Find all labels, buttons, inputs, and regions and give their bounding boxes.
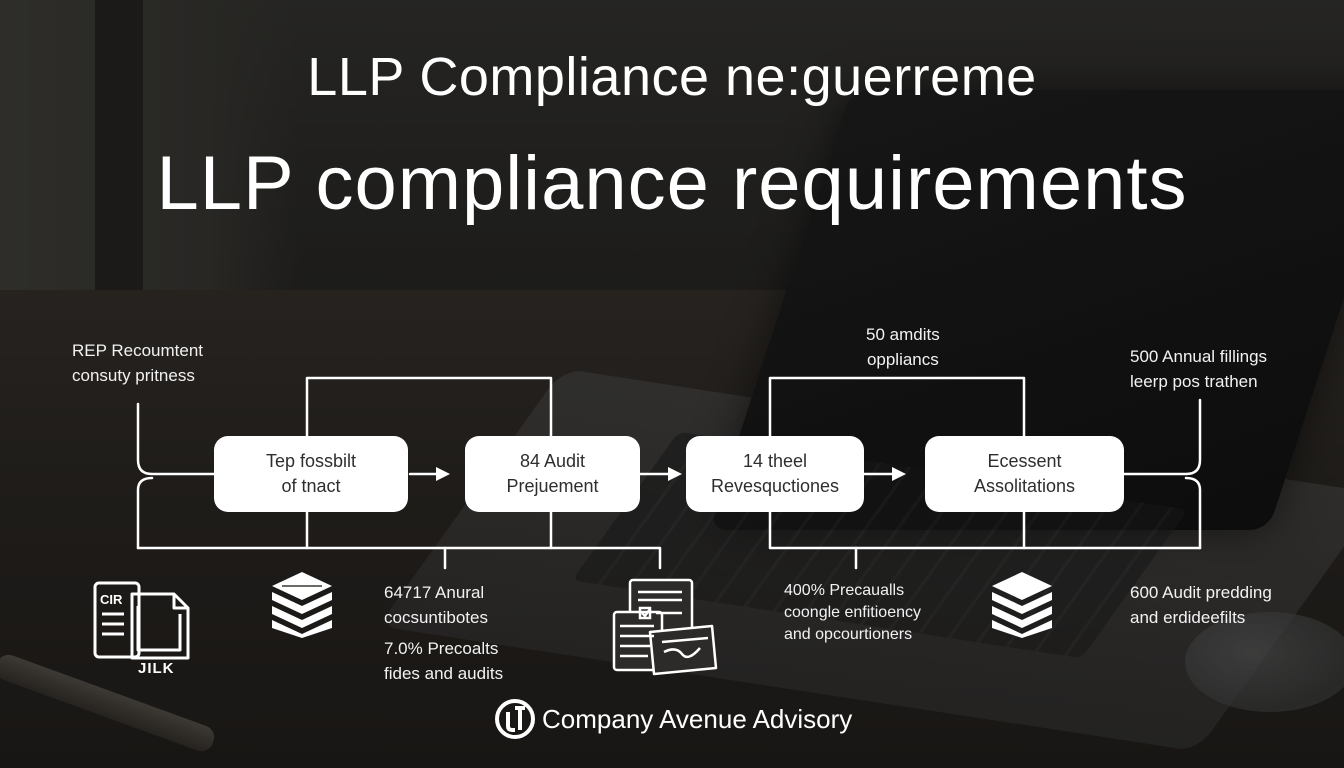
brand-name: Company Avenue Advisory — [542, 703, 853, 734]
note-bottom-left-2: 7.0% Precoalts fides and audits — [384, 636, 503, 686]
note-bottom-left: 64717 Anural cocsuntibotes — [384, 580, 488, 630]
flow-step-4: Ecessent Assolitations — [925, 436, 1124, 512]
note-top-left-line-1: REP Recoumtent — [72, 341, 204, 360]
note-top-left: REP Recoumtent consuty pritness — [72, 338, 203, 388]
note-top-right: 500 Annual fillings leerp pos trathen — [1130, 344, 1267, 394]
note-bottom-left-line-1: 64717 Anural — [384, 583, 485, 602]
note-top-right-line-1: 500 Annual fillings — [1130, 347, 1268, 366]
flow-step-3: 14 theel Revesquctiones — [686, 436, 864, 512]
note-bottom-left-2-line-1: 7.0% Precoalts — [384, 639, 499, 658]
note-bottom-center-line-3: and opcourtioners — [784, 626, 913, 643]
document-icon-label: CIR — [100, 592, 123, 607]
document-icon: CIR — [93, 581, 190, 660]
step-3-line-2: Revesquctiones — [710, 476, 840, 496]
forms-icon — [612, 578, 718, 676]
step-3-line-1: 14 theel — [742, 451, 808, 471]
step-2-line-1: 84 Audit — [519, 451, 586, 471]
stack-icon — [272, 572, 332, 638]
note-bottom-right: 600 Audit predding and erdideefilts — [1130, 580, 1272, 630]
note-bottom-left-line-2: cocsuntibotes — [384, 608, 488, 627]
note-top-center-line-2: oppliancs — [866, 350, 939, 369]
stack-icon — [992, 572, 1052, 638]
note-bottom-left-2-line-2: fides and audits — [384, 664, 504, 683]
note-top-center-line-1: 50 amdits — [866, 325, 940, 344]
step-1-line-1: Tep fossbilt — [265, 451, 357, 471]
step-2-line-2: Prejuement — [506, 476, 599, 496]
note-bottom-center-line-1: 400% Precaualls — [784, 582, 905, 599]
note-top-left-line-2: consuty pritness — [72, 366, 195, 385]
subheading: LLP compliance requirements — [156, 141, 1188, 226]
note-top-right-line-2: leerp pos trathen — [1130, 372, 1258, 391]
note-bottom-right-line-2: and erdideefilts — [1130, 608, 1246, 627]
note-bottom-right-line-1: 600 Audit predding — [1130, 583, 1272, 602]
note-top-center: 50 amdits oppliancs — [866, 322, 940, 372]
heading: LLP Compliance ne:guerreme — [307, 47, 1037, 107]
step-1-line-2: of tnact — [281, 476, 341, 496]
flow-step-2: 84 Audit Prejuement — [465, 436, 640, 512]
step-4-line-1: Ecessent — [987, 451, 1062, 471]
step-4-line-2: Assolitations — [973, 476, 1076, 496]
note-bottom-center-line-2: coongle enfitioency — [784, 604, 921, 621]
note-bottom-center: 400% Precaualls coongle enfitioency and … — [784, 580, 921, 646]
brand-footer: Company Avenue Advisory — [494, 698, 852, 740]
flow-step-1: Tep fossbilt of tnact — [214, 436, 408, 512]
document-icon-caption: JILK — [138, 660, 175, 677]
brand-logo-icon — [495, 699, 535, 739]
